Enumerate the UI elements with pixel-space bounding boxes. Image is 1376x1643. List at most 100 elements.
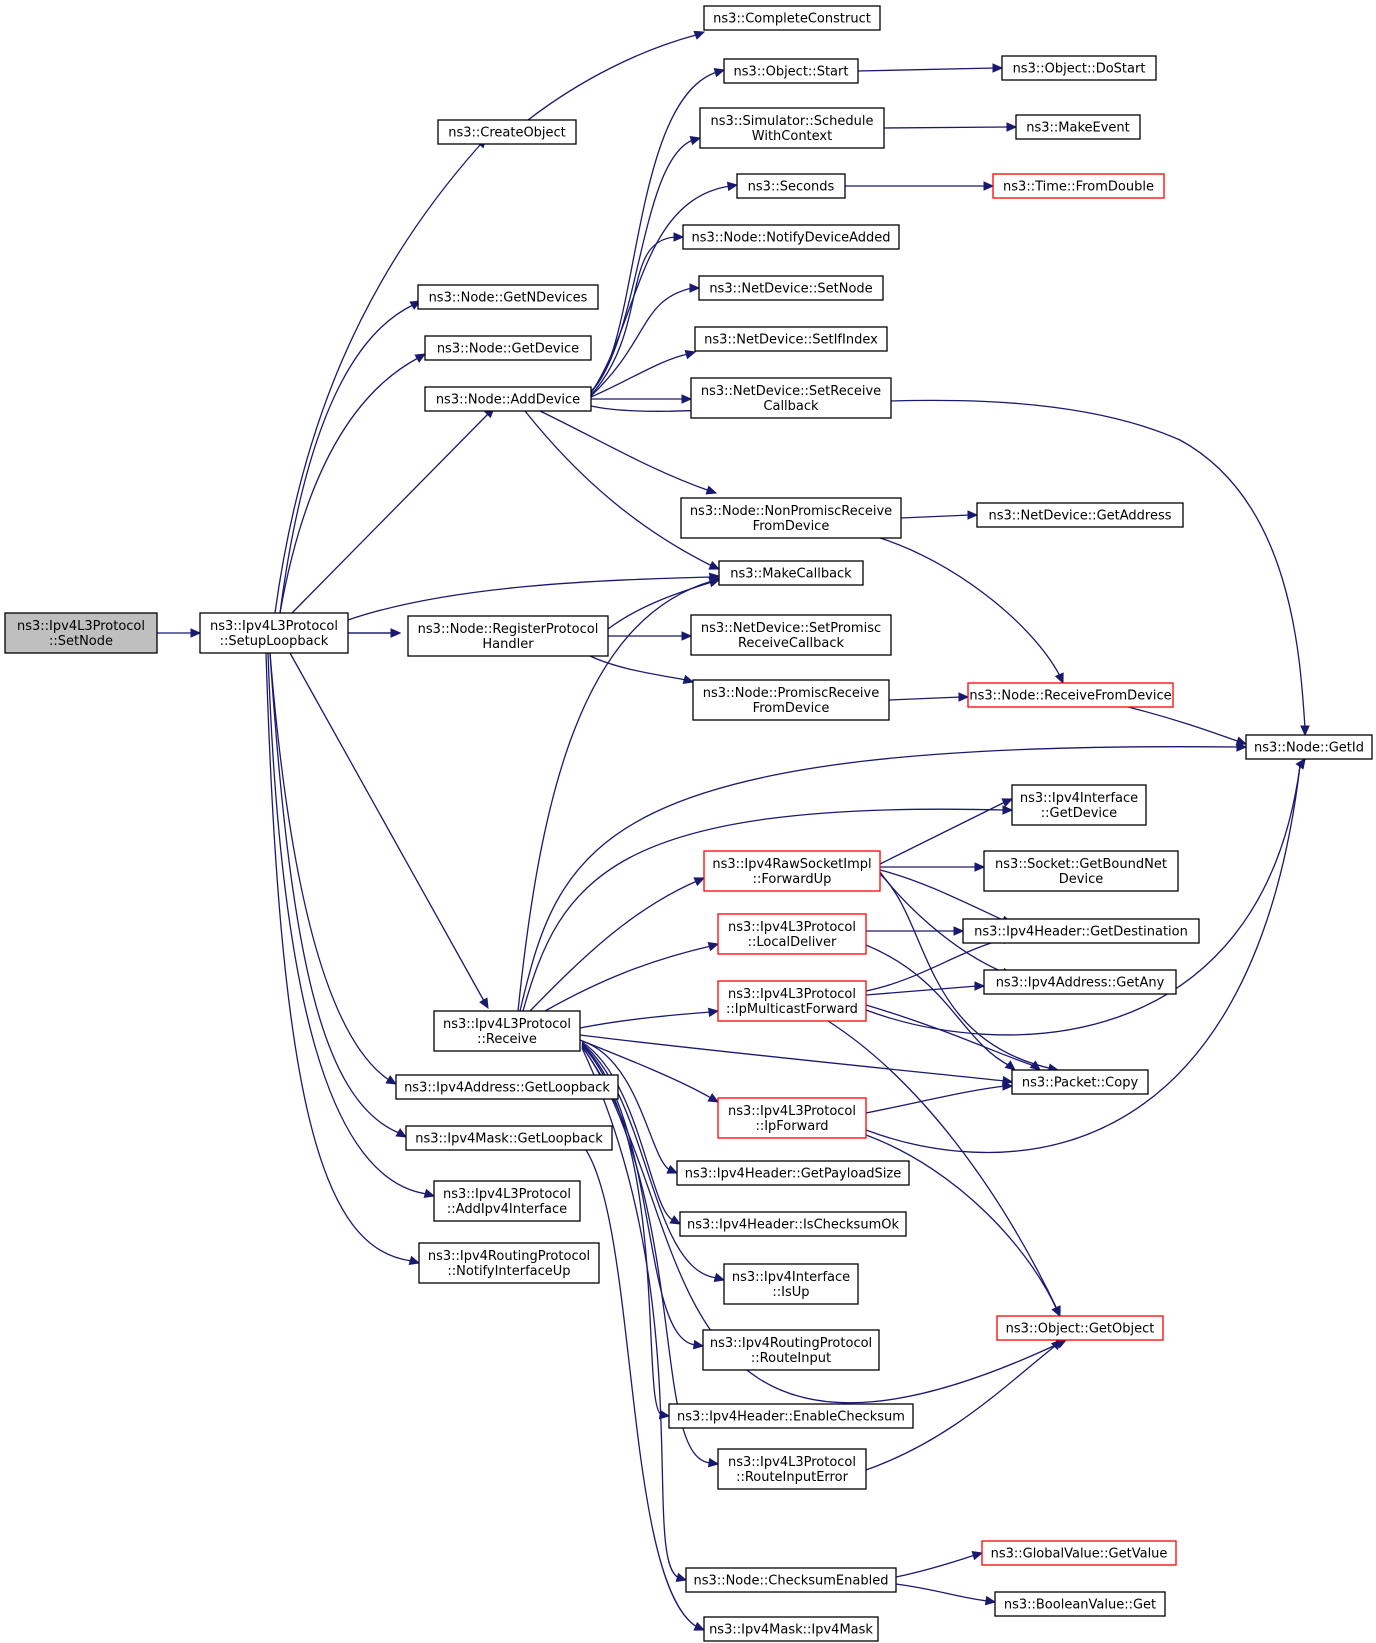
node-maskloop[interactable]: ns3::Ipv4Mask::GetLoopback — [405, 1125, 613, 1151]
node-fromdouble[interactable]: ns3::Time::FromDouble — [992, 173, 1165, 199]
arrowhead-icon — [681, 631, 693, 641]
node-box — [702, 1329, 880, 1371]
arrowhead-icon — [1004, 1060, 1016, 1071]
node-getndev[interactable]: ns3::Node::GetNDevices — [417, 284, 599, 310]
node-label: ns3::Ipv4L3Protocol — [17, 619, 145, 634]
node-recvfromdev[interactable]: ns3::Node::ReceiveFromDevice — [967, 682, 1174, 708]
node-setpromisc[interactable]: ns3::NetDevice::SetPromiscReceiveCallbac… — [690, 614, 892, 656]
arrowhead-icon — [666, 1164, 679, 1174]
node-box — [1011, 1069, 1149, 1095]
arrowhead-icon — [408, 1255, 421, 1265]
node-makecb[interactable]: ns3::MakeCallback — [718, 560, 864, 586]
node-receive[interactable]: ns3::Ipv4L3Protocol::Receive — [433, 1010, 581, 1052]
node-label: ns3::Node::ChecksumEnabled — [694, 1574, 889, 1589]
node-maskctor[interactable]: ns3::Ipv4Mask::Ipv4Mask — [703, 1616, 879, 1642]
node-routeinput[interactable]: ns3::Ipv4RoutingProtocol::RouteInput — [702, 1329, 880, 1371]
call-edge — [900, 510, 979, 520]
node-label: ns3::NetDevice::SetPromisc — [701, 621, 881, 636]
call-edge-line — [865, 765, 1301, 1153]
node-csenabled[interactable]: ns3::Node::ChecksumEnabled — [685, 1567, 897, 1593]
node-enablecs[interactable]: ns3::Ipv4Header::EnableChecksum — [668, 1403, 914, 1429]
node-rawfwdup[interactable]: ns3::Ipv4RawSocketImpl::ForwardUp — [703, 850, 881, 892]
call-edge-line — [279, 357, 419, 614]
node-setnode[interactable]: ns3::Ipv4L3Protocol::SetNode — [4, 612, 158, 654]
node-checksumok[interactable]: ns3::Ipv4Header::IsChecksumOk — [679, 1211, 907, 1237]
node-getobject[interactable]: ns3::Object::GetObject — [996, 1315, 1164, 1341]
arrowhead-icon — [675, 1572, 688, 1582]
call-edge — [527, 30, 706, 121]
node-payload[interactable]: ns3::Ipv4Header::GetPayloadSize — [676, 1160, 910, 1186]
node-notifydev[interactable]: ns3::Node::NotifyDeviceAdded — [682, 224, 900, 250]
node-getdevice[interactable]: ns3::Node::GetDevice — [424, 335, 592, 361]
call-edge-line — [900, 514, 971, 519]
node-makeevent[interactable]: ns3::MakeEvent — [1015, 114, 1141, 140]
node-ipforward[interactable]: ns3::Ipv4L3Protocol::IpForward — [717, 1097, 867, 1139]
node-getdest[interactable]: ns3::Ipv4Header::GetDestination — [962, 918, 1200, 944]
call-edge-line — [575, 1137, 698, 1628]
node-gvgetvalue[interactable]: ns3::GlobalValue::GetValue — [981, 1540, 1177, 1566]
node-label: ns3::CompleteConstruct — [713, 12, 871, 27]
arrowhead-icon — [693, 1621, 706, 1631]
node-label: ns3::Node::RegisterProtocol — [418, 622, 599, 637]
node-box — [690, 377, 892, 419]
node-label: ::AddIpv4Interface — [447, 1202, 567, 1217]
node-boolget[interactable]: ns3::BooleanValue::Get — [994, 1591, 1166, 1617]
node-label: ns3::Ipv4L3Protocol — [443, 1187, 571, 1202]
node-label: ::NotifyInterfaceUp — [447, 1264, 570, 1279]
node-getany[interactable]: ns3::Ipv4Address::GetAny — [983, 969, 1177, 995]
arrowhead-icon — [707, 1093, 720, 1103]
node-label: ns3::CreateObject — [448, 126, 566, 141]
node-isup[interactable]: ns3::Ipv4Interface::IsUp — [723, 1263, 859, 1305]
node-getid[interactable]: ns3::Node::GetId — [1245, 734, 1373, 760]
node-label: ns3::Time::FromDouble — [1003, 180, 1154, 195]
node-box — [417, 284, 599, 310]
call-edge-line — [269, 652, 390, 1081]
call-edge — [575, 1137, 706, 1631]
arrowhead-icon — [190, 628, 202, 638]
call-edge-line — [291, 413, 489, 614]
node-pktcopy[interactable]: ns3::Packet::Copy — [1011, 1069, 1149, 1095]
node-getaddr[interactable]: ns3::NetDevice::GetAddress — [976, 502, 1184, 528]
node-seconds[interactable]: ns3::Seconds — [736, 173, 846, 199]
node-ifgetdevice[interactable]: ns3::Ipv4Interface::GetDevice — [1011, 784, 1147, 826]
node-label: ns3::BooleanValue::Get — [1004, 1598, 1156, 1613]
call-edge-line — [579, 1034, 1006, 1082]
node-box — [967, 682, 1174, 708]
node-completeconstruct[interactable]: ns3::CompleteConstruct — [703, 5, 881, 31]
arrowhead-icon — [414, 353, 427, 363]
node-setuploop[interactable]: ns3::Ipv4L3Protocol::SetupLoopback — [199, 612, 349, 654]
arrowhead-icon — [953, 926, 965, 936]
arrowhead-icon — [705, 485, 718, 495]
call-edge — [274, 137, 487, 614]
node-ipmcast[interactable]: ns3::Ipv4L3Protocol::IpMulticastForward — [717, 980, 867, 1022]
node-routeinerr[interactable]: ns3::Ipv4L3Protocol::RouteInputError — [717, 1448, 867, 1490]
call-edge — [269, 652, 408, 1138]
node-label: ns3::Node::GetNDevices — [429, 291, 588, 306]
node-setnodedev[interactable]: ns3::NetDevice::SetNode — [698, 275, 884, 301]
node-addrloop[interactable]: ns3::Ipv4Address::GetLoopback — [395, 1074, 619, 1100]
call-edge — [880, 862, 986, 872]
node-box — [717, 1448, 867, 1490]
node-box — [992, 173, 1165, 199]
node-notifyup[interactable]: ns3::Ipv4RoutingProtocol::NotifyInterfac… — [418, 1242, 600, 1284]
node-createobject[interactable]: ns3::CreateObject — [437, 119, 577, 145]
node-objstart[interactable]: ns3::Object::Start — [723, 58, 859, 84]
arrowhead-icon — [693, 877, 706, 887]
arrowhead-icon — [958, 692, 970, 702]
node-addiface[interactable]: ns3::Ipv4L3Protocol::AddIpv4Interface — [433, 1180, 581, 1222]
node-objdostart[interactable]: ns3::Object::DoStart — [1001, 55, 1157, 81]
call-edge — [581, 1040, 679, 1174]
node-label: ::SetupLoopback — [220, 634, 329, 649]
node-setifindex[interactable]: ns3::NetDevice::SetIfIndex — [694, 326, 888, 352]
call-edge-line — [524, 410, 713, 567]
call-edge — [347, 572, 721, 621]
node-adddevice[interactable]: ns3::Node::AddDevice — [424, 386, 592, 412]
node-localdeliver[interactable]: ns3::Ipv4L3Protocol::LocalDeliver — [717, 913, 867, 955]
arrowhead-icon — [693, 30, 706, 40]
